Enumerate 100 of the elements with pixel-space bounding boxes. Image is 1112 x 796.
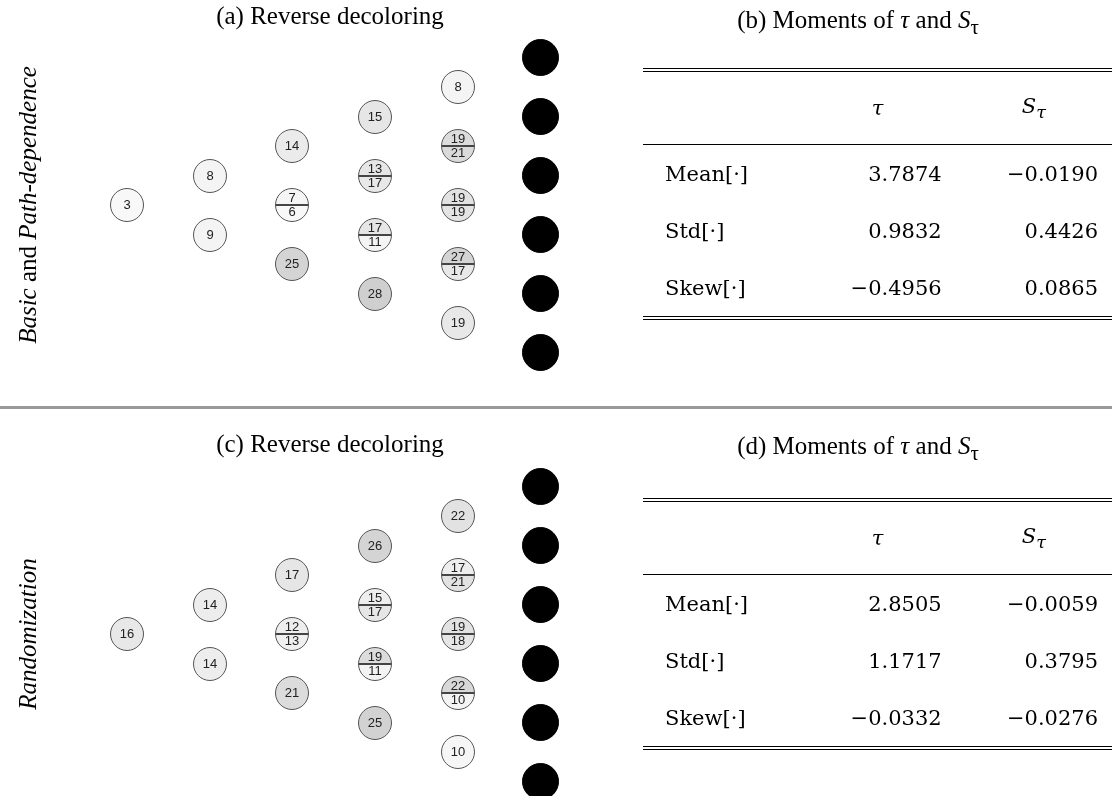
count-value: 25	[366, 715, 384, 730]
split-count-circle	[358, 217, 392, 252]
count-value: 14	[201, 597, 219, 612]
count-value: 27	[449, 250, 467, 264]
count-circle	[358, 99, 392, 134]
column-header: τ	[799, 500, 956, 575]
count-value: 8	[205, 168, 215, 183]
split-count-circle	[441, 617, 475, 651]
count-circle	[275, 129, 309, 163]
table-value: 0.4426	[1023, 217, 1099, 245]
count-circle	[358, 276, 392, 311]
split-count-circle	[275, 188, 309, 222]
table-value: 0.3795	[1023, 647, 1099, 675]
filled-circle	[521, 527, 559, 564]
column-header: S$_{τ}$	[955, 70, 1112, 145]
row-label: Skew[·]	[643, 259, 800, 318]
filled-circle	[521, 334, 559, 371]
row-label: Std[·]	[664, 647, 726, 675]
filled-circle	[521, 157, 559, 194]
table-value: 0.0865	[955, 259, 1112, 318]
count-value: 6	[287, 205, 297, 219]
panel-title: (a) Reverse decoloring	[216, 2, 444, 30]
count-circle	[193, 217, 227, 252]
table-value: 0.9832	[867, 217, 943, 245]
split-count-circle	[358, 646, 392, 681]
filled-circle	[521, 275, 559, 312]
count-value: 13	[283, 634, 301, 648]
count-value: 9	[205, 227, 215, 242]
count-value: 12	[283, 620, 301, 634]
count-value: 19	[449, 316, 467, 330]
column-header: τ	[799, 70, 956, 145]
count-value: 8	[453, 80, 463, 94]
table-value: 2.8505	[799, 574, 956, 632]
count-value: 17	[449, 561, 467, 575]
split-count-circle	[441, 188, 475, 222]
row-label: Std[·]	[664, 217, 726, 245]
split-count-circle	[275, 617, 309, 651]
count-circle	[193, 646, 227, 681]
count-value: 10	[449, 745, 467, 759]
count-value: 15	[366, 109, 384, 124]
table-value: −0.0059	[955, 574, 1112, 632]
count-circle	[110, 617, 144, 651]
count-value: 19	[449, 191, 467, 205]
panel-title: (b) Moments of τ and S$_{τ}$	[737, 6, 979, 40]
count-value: 16	[118, 627, 136, 641]
count-circle	[358, 528, 392, 563]
count-circle	[193, 158, 227, 193]
count-value: 17	[283, 568, 301, 582]
count-value: 17	[366, 175, 384, 190]
count-value: 11	[367, 663, 383, 678]
count-value: 14	[283, 139, 301, 153]
filled-circle	[521, 586, 559, 623]
count-value: 17	[366, 220, 384, 235]
table-value: −0.0332	[799, 689, 956, 748]
count-circle	[110, 188, 144, 222]
count-circle	[358, 705, 392, 740]
split-count-circle	[441, 129, 475, 163]
split-count-circle	[441, 247, 475, 281]
count-value: 7	[287, 191, 297, 205]
split-count-circle	[358, 158, 392, 193]
count-value: 21	[449, 146, 467, 160]
filled-circle	[521, 763, 559, 796]
count-value: 10	[449, 693, 467, 707]
count-circle	[441, 735, 475, 769]
count-circle	[193, 587, 227, 622]
row-label: Mean[·]	[643, 574, 800, 632]
count-value: 19	[449, 205, 467, 219]
panel-title: (c) Reverse decoloring	[216, 430, 444, 458]
count-value: 28	[366, 286, 384, 301]
count-circle	[275, 247, 309, 281]
filled-circle	[521, 704, 559, 741]
table-value: −0.0190	[955, 144, 1112, 202]
split-count-circle	[441, 676, 475, 710]
count-value: 21	[449, 575, 467, 589]
count-value: 22	[449, 509, 467, 523]
table-value: 1.1717	[867, 647, 943, 675]
filled-circle	[521, 39, 559, 76]
count-circle	[441, 306, 475, 340]
count-circle	[441, 70, 475, 104]
filled-circle	[521, 216, 559, 253]
row-label: Mean[·]	[643, 144, 800, 202]
table-value: −0.0276	[955, 689, 1112, 748]
count-value: 26	[366, 538, 384, 553]
split-count-circle	[441, 558, 475, 592]
filled-circle	[521, 468, 559, 505]
count-value: 15	[366, 590, 384, 605]
count-value: 18	[449, 634, 467, 648]
count-value: 17	[366, 604, 384, 619]
column-header: S$_{τ}$	[955, 500, 1112, 575]
panel-side-label: Randomization	[14, 558, 42, 710]
count-circle	[441, 499, 475, 533]
count-value: 21	[283, 686, 301, 700]
count-value: 3	[122, 198, 132, 212]
count-value: 14	[201, 656, 219, 671]
table-value: −0.4956	[799, 259, 956, 318]
count-value: 17	[449, 264, 467, 278]
count-value: 13	[366, 161, 384, 176]
count-circle	[275, 558, 309, 592]
count-circle	[275, 676, 309, 710]
filled-circle	[521, 98, 559, 135]
